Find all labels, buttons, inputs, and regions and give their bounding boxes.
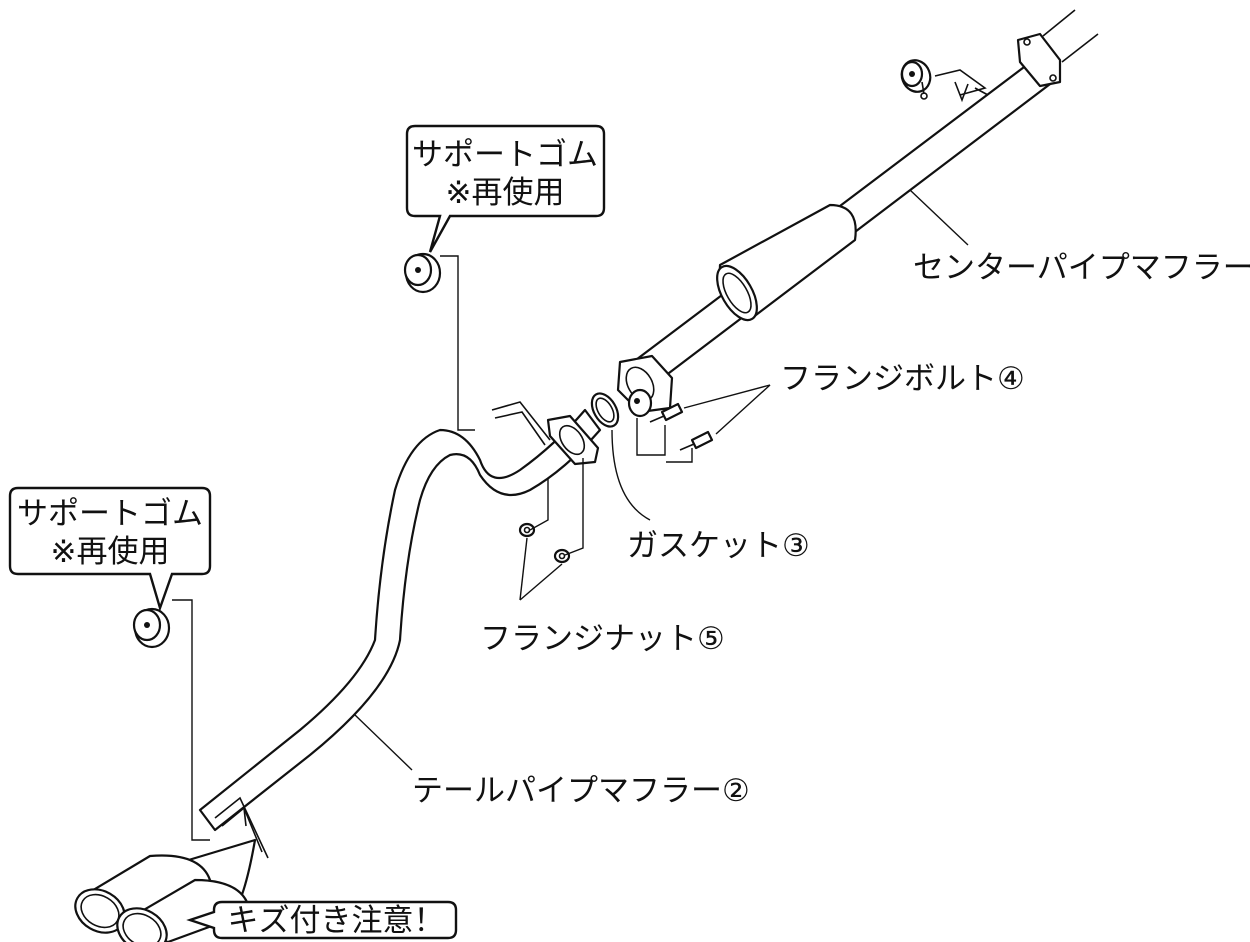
support-rubber-top-loose	[403, 252, 442, 294]
label-flange-nut: フランジナット⑤	[480, 621, 725, 657]
support-rubber-left-line2: ※再使用	[51, 534, 170, 570]
center-pipe-front-rubber	[627, 388, 653, 418]
scratch-warning-text: キズ付き注意！	[228, 903, 445, 939]
callout-support-rubber-top: サポートゴム ※再使用	[405, 124, 606, 253]
flange-nut-1	[518, 522, 536, 538]
flange-bolt-1	[649, 402, 684, 423]
label-flange-bolt: フランジボルト④	[780, 361, 1025, 397]
support-rubber-left-line1: サポートゴム	[17, 496, 203, 532]
callout-scratch-warning: キズ付き注意！	[186, 900, 458, 940]
flange-bolts	[649, 402, 714, 451]
label-gasket: ガスケット③	[627, 528, 810, 564]
label-center-pipe-muffler: センターパイプマフラー①	[913, 250, 1250, 286]
leader-lines	[172, 189, 969, 841]
support-rubber-top-line2: ※再使用	[446, 175, 565, 211]
flange-nuts	[518, 522, 571, 564]
support-rubber-top-mounted	[900, 59, 932, 100]
gasket	[590, 392, 620, 428]
center-pipe-muffler	[616, 9, 1099, 418]
support-rubber-top-line1: サポートゴム	[412, 137, 598, 173]
tail-pipe-muffler	[74, 401, 602, 942]
flange-bolt-2	[679, 430, 714, 451]
callout-support-rubber-left: サポートゴム ※再使用	[8, 486, 212, 612]
support-rubber-left-loose	[132, 607, 171, 649]
flange-nut-2	[553, 548, 571, 564]
label-tail-pipe-muffler: テールパイプマフラー②	[412, 773, 750, 809]
